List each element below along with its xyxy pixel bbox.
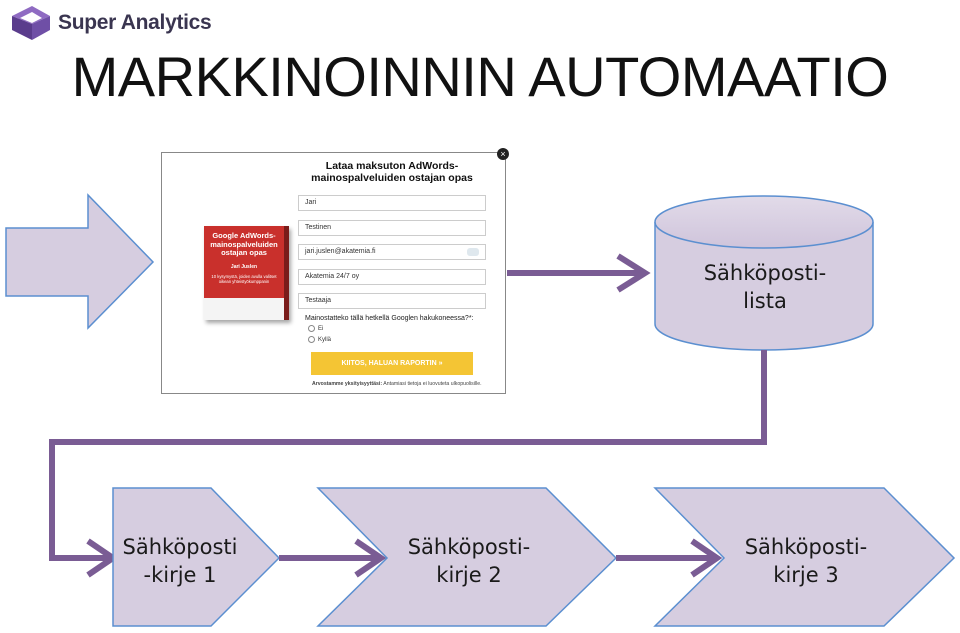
form-heading-line2: mainospalveluiden ostajan opas [311,172,473,184]
brand-name: Super Analytics [58,11,212,34]
option-ei-label: Ei [318,325,324,332]
ebook-author: Jari Juslen [230,263,258,270]
email-chevron-3 [653,487,956,627]
signup-form-screenshot: × Lataa maksuton AdWords- mainospalvelui… [161,148,509,394]
privacy-note-bold: Arvostamme yksityisyyttäsi: [312,381,383,387]
ebook-title: Google AdWords-mainospalveluiden ostajan… [210,231,278,257]
job-title-field[interactable]: Testaaja [298,293,486,309]
email-3-label-line2: kirje 3 [773,563,839,587]
last-name-field[interactable]: Testinen [298,220,486,236]
ebook-cover-footer [204,298,284,320]
connector-list-to-email1 [49,350,767,561]
email-field[interactable]: jari.juslen@akatemia.fi [298,244,486,260]
company-field[interactable]: Akatemia 24/7 oy [298,269,486,285]
radio-icon [308,325,315,332]
brand-logo: Super Analytics [10,4,212,42]
option-ei[interactable]: Ei [308,325,323,332]
email-list-label: Sähköposti- lista [680,259,850,315]
email-3-label-line1: Sähköposti- [744,535,868,559]
option-kylla-label: Kyllä [318,336,332,343]
email-chevron-1 [112,487,281,627]
ebook-cover: Google AdWords-mainospalveluiden ostajan… [204,226,289,320]
email-2-label: Sähköposti- kirje 2 [384,533,554,589]
email-1-label: Sähköposti -kirje 1 [112,533,248,589]
form-heading-line1: Lataa maksuton AdWords- [325,160,459,172]
email-3-label: Sähköposti- kirje 3 [721,533,891,589]
submit-button[interactable]: KIITOS, HALUAN RAPORTIN » [311,352,473,375]
option-kylla[interactable]: Kyllä [308,336,331,343]
email-field-value: jari.juslen@akatemia.fi [305,248,376,255]
email-1-label-line1: Sähköposti [122,535,238,559]
input-arrow [5,193,155,330]
connector-form-to-list [507,253,651,293]
privacy-note: Arvostamme yksityisyyttäsi: Antamiasi ti… [312,381,482,387]
first-name-field[interactable]: Jari [298,195,486,211]
ebook-subtitle: 10 kysymystä, joiden avulla valitset oik… [211,273,277,284]
email-list-label-line1: Sähköposti- [703,261,827,285]
email-list-label-line2: lista [743,289,787,313]
privacy-note-text: Antamiasi tietoja ei luovuteta ulkopuoli… [383,381,482,387]
page-title: MARKKINOINNIN AUTOMAATIO [71,45,889,108]
form-heading: Lataa maksuton AdWords- mainospalveluide… [302,160,482,184]
close-icon[interactable]: × [497,148,509,160]
email-2-label-line2: kirje 2 [436,563,502,587]
radio-icon [308,336,315,343]
email-1-label-line2: -kirje 1 [143,563,217,587]
super-analytics-logo-icon [12,6,50,40]
email-chevron-2 [316,487,618,627]
email-2-label-line1: Sähköposti- [407,535,531,559]
form-question: Mainostatteko tällä hetkellä Googlen hak… [305,315,474,322]
autofill-badge-icon [467,248,479,256]
